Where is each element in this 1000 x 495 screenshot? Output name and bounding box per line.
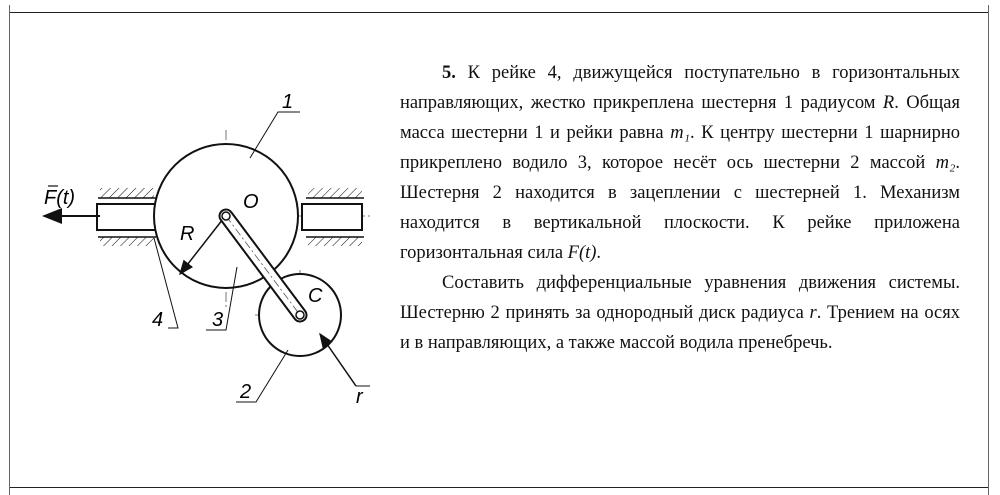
problem-text: 5. К рейке 4, движущейся поступательно в…	[400, 58, 960, 358]
rack-right	[301, 203, 363, 231]
pivot-O	[221, 211, 231, 221]
paragraph-1: 5. К рейке 4, движущейся поступательно в…	[400, 63, 960, 263]
label-carrier-3: 3	[212, 309, 223, 331]
label-force: F(t)	[44, 187, 75, 209]
label-gear-1: 1	[282, 91, 293, 113]
carrier-3	[218, 208, 308, 323]
label-rack-4: 4	[152, 309, 163, 331]
label-center-O: O	[243, 191, 259, 213]
guides	[98, 188, 364, 246]
label-radius-r: r	[356, 386, 364, 408]
radius-r-arrow	[319, 332, 357, 387]
pivot-C	[295, 310, 305, 320]
label-center-C: C	[308, 285, 323, 307]
page-frame	[9, 5, 989, 495]
label-radius-R: R	[180, 223, 194, 245]
radius-R-arrow	[179, 218, 224, 276]
mechanism-figure: F(t) 1 O R C 4 3 2 r	[42, 91, 370, 408]
leader-lines	[153, 111, 300, 403]
label-gear-2: 2	[239, 381, 251, 403]
problem-number: 5.	[442, 63, 456, 83]
rack-left	[96, 203, 160, 231]
paragraph-2: Составить дифференциальные уравнения дви…	[400, 273, 960, 353]
